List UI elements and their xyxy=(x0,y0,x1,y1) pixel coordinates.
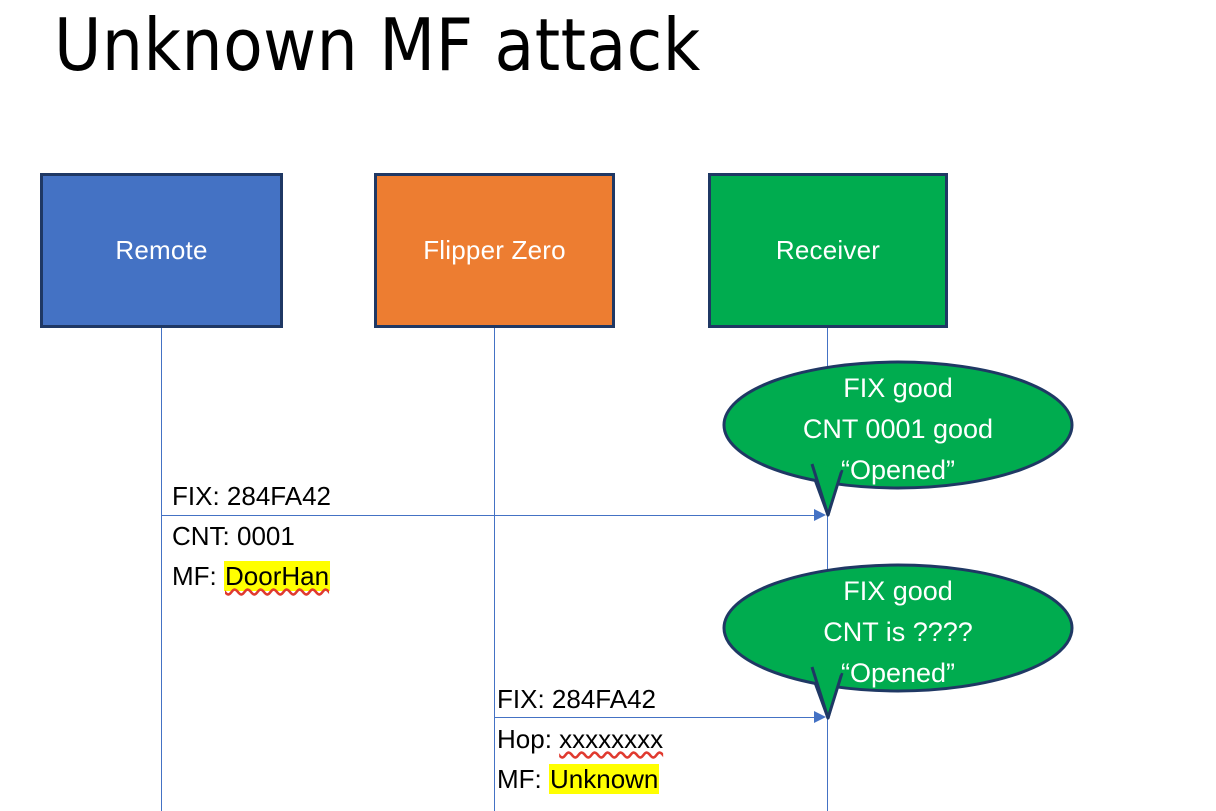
speech-bubble-shape xyxy=(722,360,1074,517)
message-line-value: 0001 xyxy=(237,521,295,551)
lifeline-flipper xyxy=(494,328,495,811)
actor-label-flipper: Flipper Zero xyxy=(423,235,566,265)
message-line-label: FIX: xyxy=(172,481,227,511)
message-line: FIX: 284FA42 xyxy=(497,679,663,719)
arrow-head-icon xyxy=(814,711,826,723)
message-line: MF: DoorHan xyxy=(172,556,331,596)
message-label-remote: FIX: 284FA42 CNT: 0001 MF: DoorHan xyxy=(172,476,331,596)
actor-box-remote[interactable]: Remote xyxy=(40,173,283,328)
speech-bubble-receiver-first[interactable]: FIX good CNT 0001 good “Opened” xyxy=(722,360,1074,520)
message-line-value: 284FA42 xyxy=(226,481,331,511)
message-line-label: Hop: xyxy=(497,724,560,754)
message-arrow-flipper-to-receiver xyxy=(494,717,816,718)
slide-title: Unknown MF attack xyxy=(54,3,701,87)
speech-bubble-shape xyxy=(722,563,1074,720)
actor-box-flipper[interactable]: Flipper Zero xyxy=(374,173,615,328)
actor-label-remote: Remote xyxy=(115,235,208,265)
message-line-value-highlighted: DoorHan xyxy=(224,561,331,591)
actor-box-receiver[interactable]: Receiver xyxy=(708,173,948,328)
message-line-value: 284FA42 xyxy=(551,684,656,714)
message-line: CNT: 0001 xyxy=(172,516,331,556)
message-arrow-remote-to-receiver xyxy=(161,515,816,516)
message-line: Hop: xxxxxxxx xyxy=(497,719,663,759)
speech-bubble-receiver-second[interactable]: FIX good CNT is ???? “Opened” xyxy=(722,563,1074,723)
lifeline-remote xyxy=(161,328,162,811)
message-line-value-highlighted: Unknown xyxy=(549,764,660,794)
message-line-label: FIX: xyxy=(497,684,552,714)
message-line-label: MF: xyxy=(172,561,224,591)
message-label-flipper: FIX: 284FA42 Hop: xxxxxxxx MF: Unknown xyxy=(497,679,663,799)
message-line-label: CNT: xyxy=(172,521,237,551)
message-line-label: MF: xyxy=(497,764,549,794)
message-line: MF: Unknown xyxy=(497,759,663,799)
actor-label-receiver: Receiver xyxy=(775,235,881,265)
message-line: FIX: 284FA42 xyxy=(172,476,331,516)
arrow-head-icon xyxy=(814,509,826,521)
message-line-value: xxxxxxxx xyxy=(559,724,664,754)
